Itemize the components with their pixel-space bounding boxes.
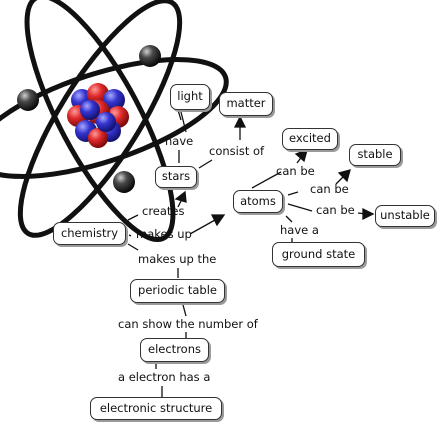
node-ground-state[interactable]: ground state <box>272 242 365 267</box>
link-label-have-a: have a <box>280 223 319 237</box>
orbit-ring <box>17 0 183 238</box>
node-atoms[interactable]: atoms <box>233 190 283 213</box>
node-excited[interactable]: excited <box>282 128 338 150</box>
atom-icon <box>0 0 229 243</box>
orbit-ring <box>0 57 229 179</box>
orbit-ring <box>24 0 176 243</box>
node-chemistry[interactable]: chemistry <box>53 222 126 245</box>
node-light[interactable]: light <box>170 84 210 110</box>
connectors <box>127 111 313 397</box>
link-label-creates: creates <box>142 204 185 218</box>
electron-ball <box>113 171 135 193</box>
link-label-can-be-unstable: can be <box>316 203 355 217</box>
electron-ball <box>17 89 39 111</box>
electron-ball <box>139 45 161 67</box>
node-unstable[interactable]: unstable <box>375 205 435 227</box>
link-label-makes-up-the: makes up the <box>138 252 217 266</box>
node-matter[interactable]: matter <box>219 92 273 116</box>
node-periodic-table[interactable]: periodic table <box>130 279 225 303</box>
link-label-consist-of: consist of <box>209 144 265 158</box>
link-label-makes-up: makes up <box>136 227 192 241</box>
arrowed-connectors <box>174 109 375 235</box>
link-label-can-show-the-number-of: can show the number of <box>118 317 258 331</box>
node-electronic-structure[interactable]: electronic structure <box>90 397 222 420</box>
link-label-have: have <box>165 134 194 148</box>
nucleus <box>67 83 129 148</box>
link-label-can-be-stable: can be <box>310 182 349 196</box>
link-label-a-electron-has-a: a electron has a <box>118 370 211 384</box>
node-electrons[interactable]: electrons <box>140 338 209 362</box>
link-label-can-be-excited: can be <box>276 164 315 178</box>
node-stable[interactable]: stable <box>349 144 401 166</box>
node-stars[interactable]: stars <box>155 166 197 188</box>
